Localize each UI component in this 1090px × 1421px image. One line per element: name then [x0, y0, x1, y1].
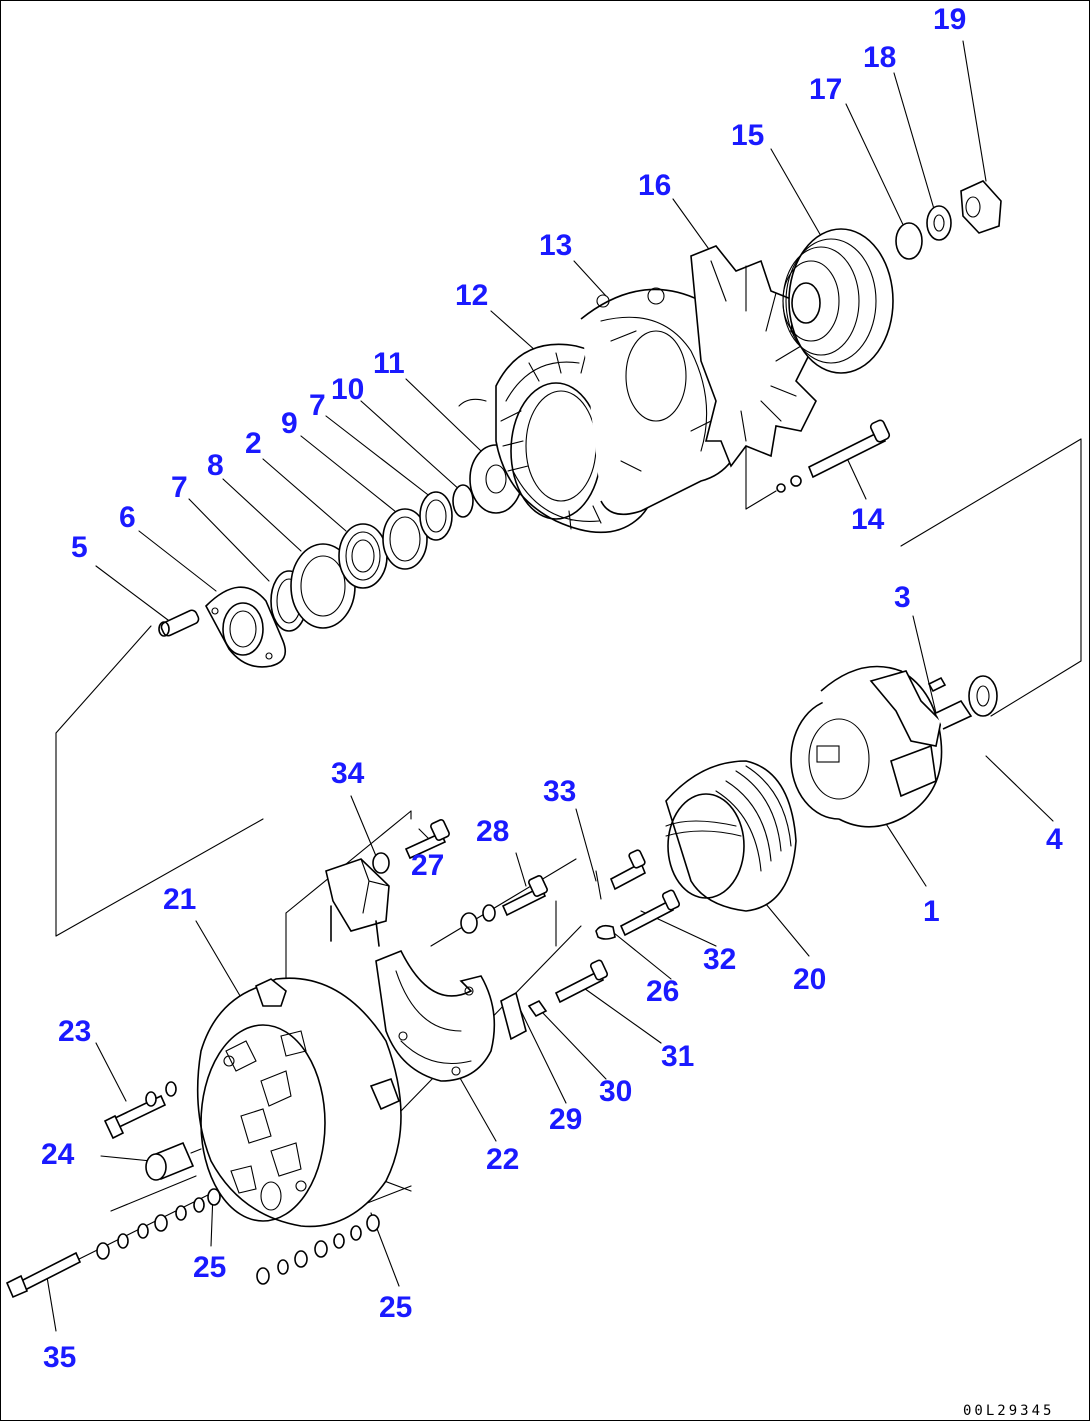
part-35-bolt [5, 1251, 82, 1299]
callout-15: 15 [731, 119, 764, 152]
part-15-pulley [782, 228, 894, 374]
callout-3: 3 [894, 581, 911, 614]
callouts: 19 18 17 15 16 13 12 11 10 7 9 2 8 7 6 5… [41, 3, 1063, 1374]
callout-8: 8 [207, 449, 224, 482]
part-4-nut [968, 675, 998, 717]
part-14-through-bolt [776, 419, 891, 493]
callout-22: 22 [486, 1143, 519, 1176]
part-17-washer [895, 222, 923, 260]
callout-29: 29 [549, 1103, 582, 1136]
callout-14: 14 [851, 503, 885, 536]
callout-13: 13 [539, 229, 572, 262]
part-34-nut [372, 852, 390, 874]
part-30-nut [527, 999, 548, 1018]
part-16-fan [690, 245, 817, 468]
callout-1: 1 [923, 895, 940, 928]
part-27-bolt [404, 819, 450, 860]
callout-26: 26 [646, 975, 679, 1008]
part-3-key [927, 676, 947, 693]
callout-5: 5 [71, 531, 88, 564]
part-24-capacitor [145, 1141, 202, 1181]
part-20-stator-coil [665, 760, 797, 912]
callout-19: 19 [933, 3, 966, 36]
callout-7-lower: 7 [171, 471, 188, 504]
callout-2: 2 [245, 427, 262, 460]
part-9-cover-plate [382, 508, 428, 570]
part-7-spacer-b [419, 491, 453, 541]
callout-25-right: 25 [379, 1291, 412, 1324]
part-28-bolt [460, 875, 548, 934]
ic-regulator [325, 858, 390, 947]
callout-16: 16 [638, 169, 671, 202]
part-25-hardware-row-b [256, 1214, 380, 1285]
callout-32: 32 [703, 943, 736, 976]
leader-lines [45, 40, 1054, 1332]
callout-27: 27 [411, 849, 444, 882]
callout-23: 23 [58, 1015, 91, 1048]
part-6-bearing-retainer [205, 586, 287, 668]
callout-24: 24 [41, 1138, 75, 1171]
callout-17: 17 [809, 73, 842, 106]
part-33-screw [595, 849, 647, 900]
part-26-washer [595, 924, 616, 940]
callout-31: 31 [661, 1040, 694, 1073]
part-18-lock-washer [926, 205, 952, 241]
callout-34: 34 [331, 757, 365, 790]
callout-6: 6 [119, 501, 136, 534]
part-21-rear-housing [196, 977, 402, 1228]
part-22-rectifier [375, 949, 496, 1082]
callout-28: 28 [476, 815, 509, 848]
callout-21: 21 [163, 883, 196, 916]
part-10-collar [452, 484, 474, 518]
callout-7-upper: 7 [309, 389, 326, 422]
part-23-screw [103, 1081, 177, 1140]
callout-25-left: 25 [193, 1251, 226, 1284]
callout-18: 18 [863, 41, 896, 74]
bolt-32 [619, 889, 681, 937]
callout-11: 11 [373, 347, 405, 380]
callout-20: 20 [793, 963, 826, 996]
part-19-nut [960, 180, 1002, 234]
part-31-bolt [554, 959, 609, 1004]
part-2-bearing [338, 523, 388, 589]
callout-12: 12 [455, 279, 488, 312]
part-25-hardware-row-a [96, 1188, 221, 1260]
callout-10: 10 [331, 373, 364, 406]
part-1-rotor [790, 665, 973, 828]
part-29-bracket [500, 991, 527, 1041]
callout-30: 30 [599, 1075, 632, 1108]
part-5-bolt [158, 609, 200, 637]
callout-9: 9 [281, 407, 298, 440]
callout-4: 4 [1046, 823, 1063, 856]
drawing-code: 00L29345 [963, 1403, 1054, 1419]
callout-33: 33 [543, 775, 576, 808]
callout-35: 35 [43, 1341, 76, 1374]
